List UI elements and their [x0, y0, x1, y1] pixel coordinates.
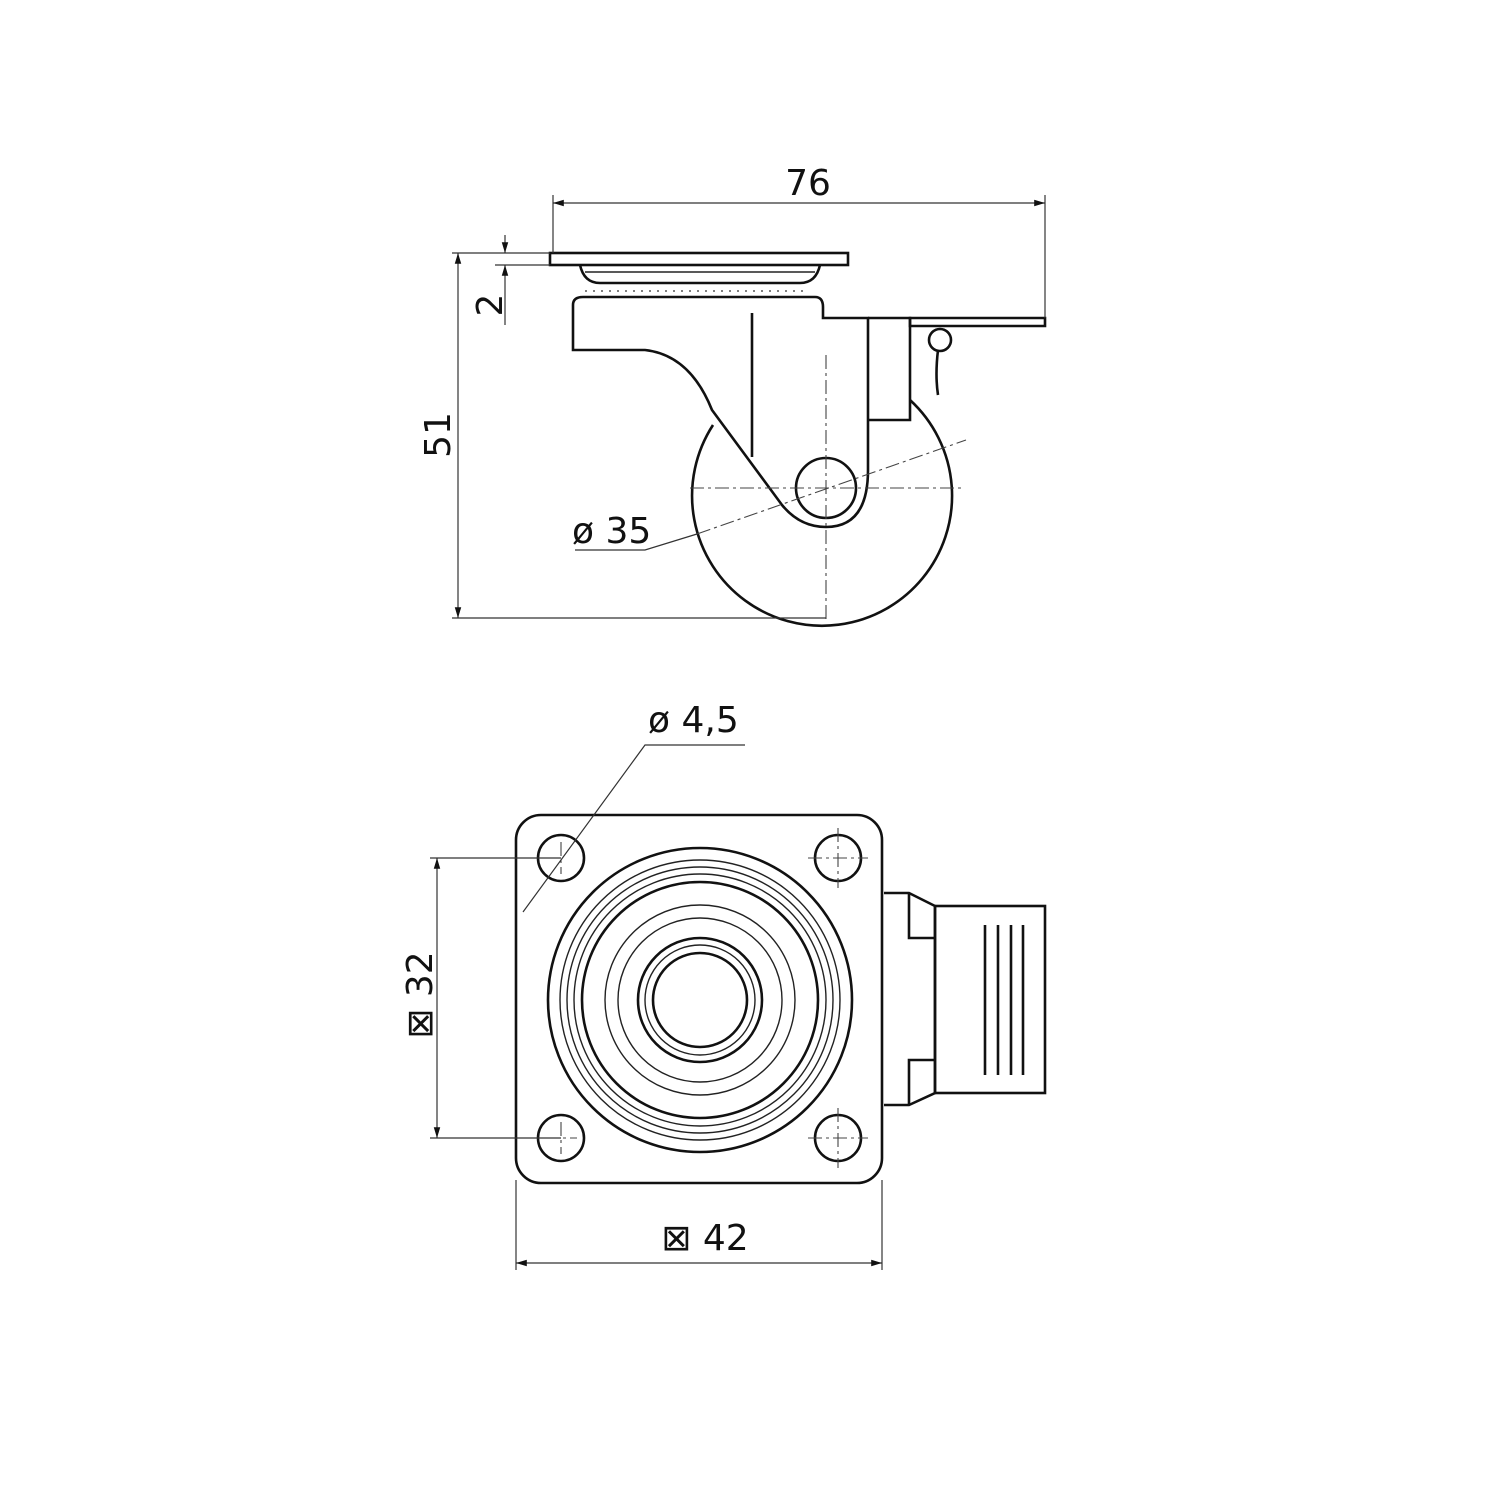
ring	[636, 936, 764, 1064]
dim-76-label: 76	[785, 163, 831, 204]
top-view: ⊠ 32 ⊠ 42 ø 4,5	[400, 700, 1047, 1270]
dia-4-5-label: ø 4,5	[648, 700, 739, 741]
wheel-outline	[690, 399, 954, 628]
dim-32-label: ⊠ 32	[400, 951, 441, 1038]
brake-housing-detail	[907, 893, 935, 1105]
mounting-holes	[536, 828, 868, 1168]
ring	[566, 866, 834, 1134]
brake-pedal	[908, 316, 1047, 328]
dia-4-5-leader	[522, 744, 745, 913]
ring	[604, 904, 796, 1096]
brake-housing	[868, 316, 912, 422]
brake-spring	[935, 349, 940, 396]
dim-42-label: ⊠ 42	[661, 1218, 748, 1259]
ring	[573, 873, 827, 1127]
pedal-grip-lines	[983, 925, 1025, 1075]
dim-2-label: 2	[470, 294, 511, 317]
brake-pivot	[927, 327, 953, 353]
fork-body	[571, 295, 870, 529]
ring	[617, 917, 783, 1083]
brake-top	[884, 891, 1047, 1107]
brake-pedal-top	[933, 904, 1047, 1095]
hole-centerlines	[545, 828, 868, 1168]
ring	[546, 846, 854, 1154]
dia-35-line	[696, 439, 967, 535]
dia-35-label: ø 35	[572, 511, 651, 552]
ring	[651, 951, 749, 1049]
top-plate	[548, 251, 850, 267]
ring	[559, 859, 841, 1141]
ring	[580, 880, 820, 1120]
side-view: 76 51 2 ø 35	[418, 163, 1047, 628]
dim-51-label: 51	[418, 412, 459, 458]
mounting-plate	[514, 813, 884, 1185]
ring	[644, 944, 756, 1056]
plate-bowl	[578, 264, 822, 285]
swivel-rings	[546, 846, 854, 1154]
dia-35-leader	[575, 533, 698, 551]
